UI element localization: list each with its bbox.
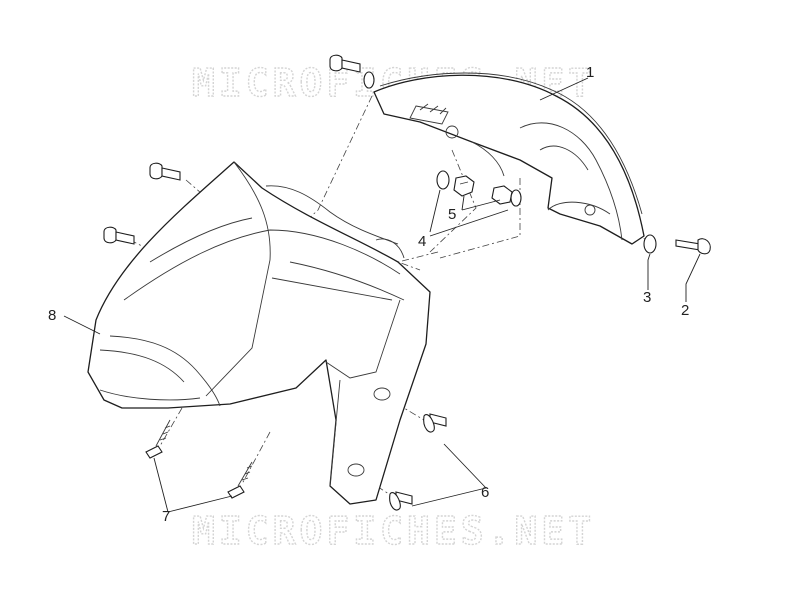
tapping-screw-7a[interactable] [145,419,171,459]
screw-left-lower[interactable] [103,226,135,245]
callout-1: 1 [586,64,594,81]
screw-top[interactable] [329,54,361,73]
callout-6: 6 [481,484,489,501]
screw-6b[interactable] [389,491,413,511]
leader-lines [63,77,701,513]
callout-5: 5 [448,206,456,223]
watermark-bottom: MICROFICHES.NET [192,509,595,553]
callout-7: 7 [162,508,170,525]
washer-top[interactable] [363,71,375,89]
washer-right[interactable] [643,234,657,254]
callout-2: 2 [681,302,689,319]
callout-4: 4 [418,233,426,250]
front-mudguard-part-8[interactable] [87,161,431,505]
screw-left-upper[interactable] [149,162,181,181]
callout-8: 8 [48,307,56,324]
tapping-screw-7b[interactable] [227,461,253,499]
inner-mudguard-part-1[interactable] [373,72,645,245]
screw-6a[interactable] [423,413,447,433]
callout-3: 3 [643,289,651,306]
screw-right[interactable] [675,238,711,255]
nut-and-washer-set[interactable] [436,170,522,207]
